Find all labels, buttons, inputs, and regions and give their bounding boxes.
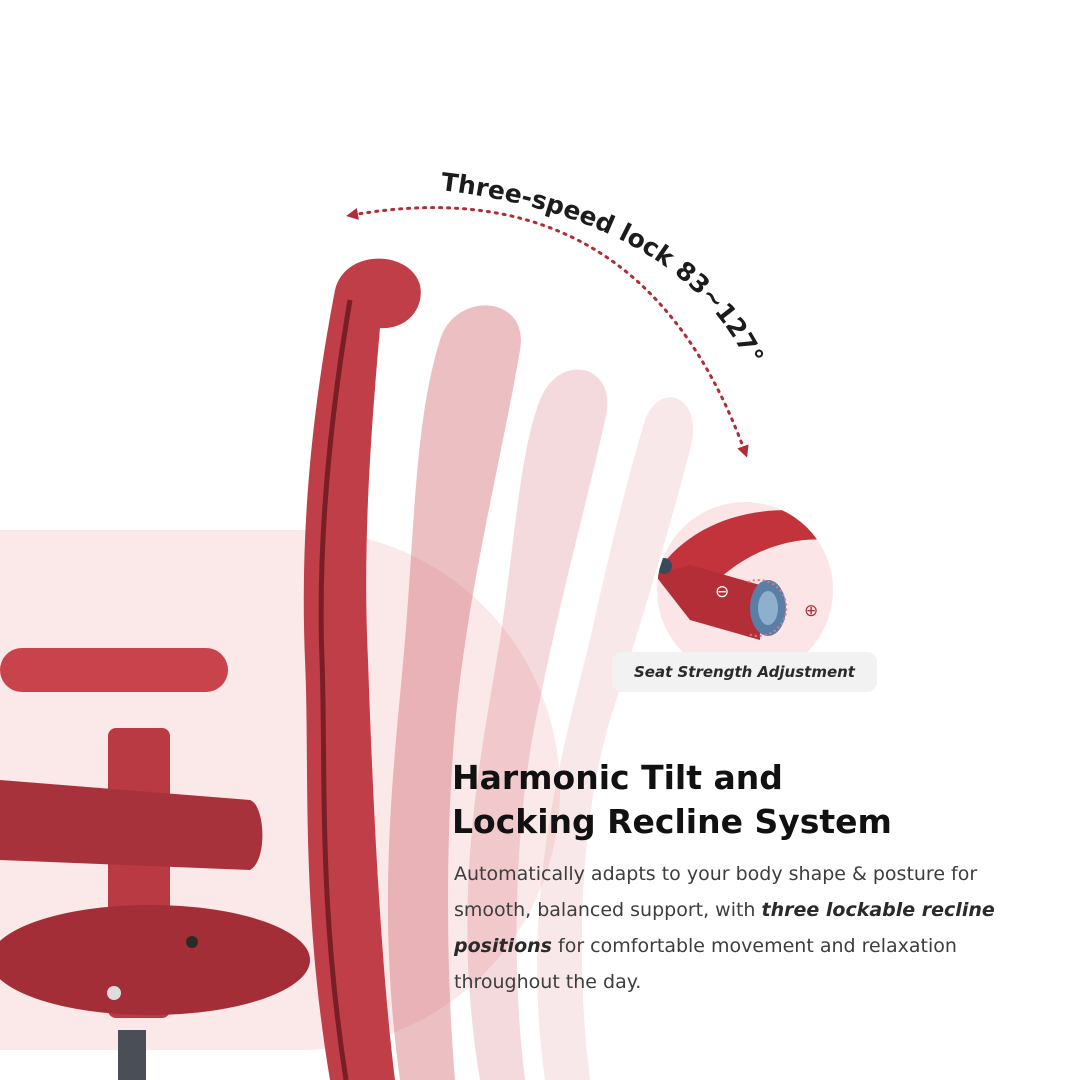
backrest-ghost-1 — [387, 305, 521, 1080]
minus-icon: ⊖ — [715, 582, 729, 602]
chair-frame — [0, 648, 310, 1080]
plus-icon: ⊕ — [804, 601, 818, 621]
backrest-ghost-2 — [467, 369, 608, 1080]
seat-strength-badge: Seat Strength Adjustment — [612, 652, 877, 692]
backrest-upright — [303, 258, 421, 1080]
headline-line-2: Locking Recline System — [452, 802, 892, 841]
feature-headline: Harmonic Tilt and Locking Recline System — [452, 756, 1052, 844]
description-emphasis: three lockable recline positions — [454, 899, 995, 957]
backrest-ghost-3 — [537, 397, 694, 1080]
description-part-2: for comfortable movement and relaxation … — [454, 935, 957, 993]
description-part-1: Automatically adapts to your body shape … — [454, 863, 978, 921]
recline-arrow-icon — [346, 206, 749, 458]
seat-strength-label: Seat Strength Adjustment — [634, 663, 855, 681]
feature-description: Automatically adapts to your body shape … — [454, 856, 1054, 1000]
headline-line-1: Harmonic Tilt and — [452, 758, 783, 797]
tension-knob-icon — [747, 579, 788, 637]
seat-strength-inset — [657, 502, 833, 678]
